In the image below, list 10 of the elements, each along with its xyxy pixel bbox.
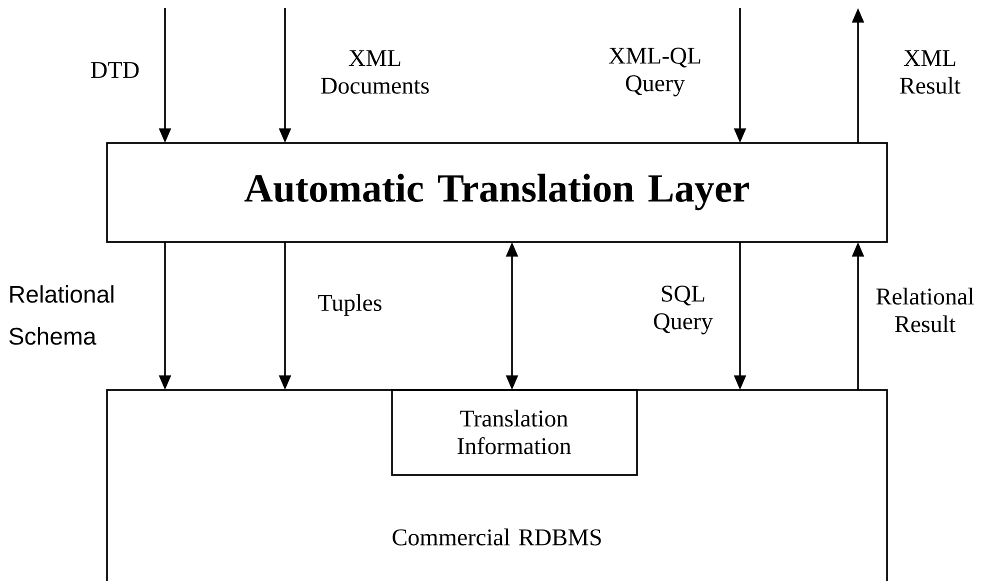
edge-label: SQL Query xyxy=(654,286,713,334)
edge-label: Tuples xyxy=(318,294,382,316)
edge-label: XML Documents xyxy=(321,50,429,94)
edge-label: XML-QL Query xyxy=(608,48,700,96)
edge-label: DTD xyxy=(91,62,139,78)
edge-label: XML Result xyxy=(900,50,961,94)
edge-label: Relational Schema xyxy=(9,285,114,345)
layer-box: Automatic Translation Layer xyxy=(106,142,888,243)
info-box: Translation Information xyxy=(391,389,638,476)
edge-label: Relational Result xyxy=(876,288,974,332)
